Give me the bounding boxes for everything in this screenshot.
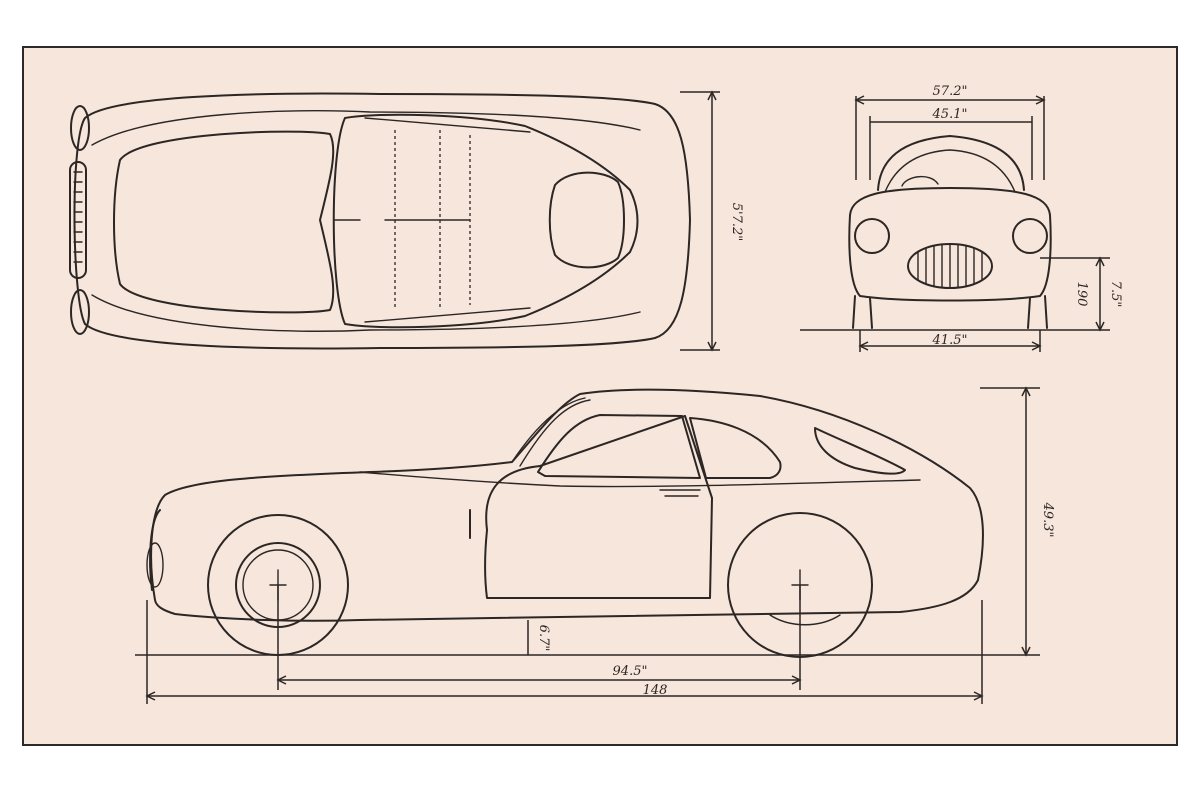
front-track-label: 41.5" [932, 333, 968, 348]
top-view: 5'7.2" [69, 90, 744, 352]
height-label: 49.3" [1040, 502, 1055, 538]
top-width-label: 5'7.2" [729, 203, 744, 242]
blueprint-sheet [22, 46, 1178, 746]
side-view: 49.3" 6.7" 94.5" 148 [135, 386, 1055, 704]
overall-length-label: 148 [643, 683, 668, 698]
ground-clearance-in-label: 7.5" [1108, 281, 1123, 308]
front-overall-width-label: 57.2" [933, 84, 968, 99]
wheelbase-label: 94.5" [613, 664, 648, 679]
front-overhang-label: 6.7" [536, 625, 551, 652]
ground-clearance-mm-label: 190 [1074, 282, 1089, 307]
front-body-width-label: 45.1" [932, 107, 968, 122]
front-view: 57.2" 45.1" 41.5" 190 7.5" [800, 84, 1123, 352]
